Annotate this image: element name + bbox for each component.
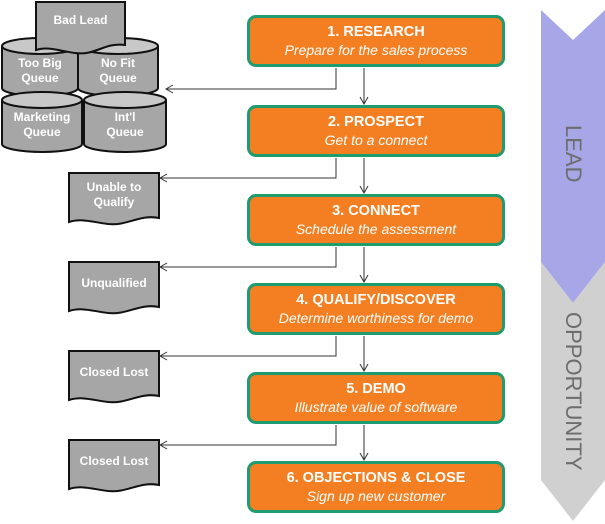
branch-research-to-queues (164, 68, 337, 94)
outcome-doc-3 (68, 350, 160, 404)
outcome-label-1: Unable to Qualify (69, 180, 159, 210)
stage-title: 1. RESEARCH (327, 24, 425, 40)
too-big-line-2: Queue (21, 71, 59, 85)
too-big-line-1: Too Big (18, 56, 62, 70)
outcome-doc-1 (68, 172, 160, 226)
branch-demo-to-closed-lost (158, 425, 337, 450)
stage-title: 4. QUALIFY/DISCOVER (296, 292, 456, 308)
outcome-1-line-2: Qualify (93, 195, 135, 209)
stage-title: 5. DEMO (346, 381, 406, 397)
stage-subtitle: Prepare for the sales process (284, 42, 468, 58)
stage-subtitle: Illustrate value of software (294, 399, 458, 415)
intl-queue-label: Int'l Queue (84, 110, 166, 140)
stage-research: 1. RESEARCH Prepare for the sales proces… (247, 15, 505, 67)
stage-qualify-discover: 4. QUALIFY/DISCOVER Determine worthiness… (247, 283, 505, 335)
cylinder-marketing-queue (1, 91, 83, 153)
stage-prospect: 2. PROSPECT Get to a connect (247, 105, 505, 157)
marketing-line-2: Queue (23, 125, 61, 139)
bad-lead-label: Bad Lead (53, 13, 108, 27)
branch-prospect-to-unable (158, 158, 337, 183)
intl-line-1: Int'l (114, 110, 136, 124)
no-fit-line-2: Queue (99, 71, 137, 85)
stage-title: 6. OBJECTIONS & CLOSE (286, 470, 466, 486)
stage-connect: 3. CONNECT Schedule the assessment (247, 194, 505, 246)
outcome-doc-2 (68, 261, 160, 315)
branch-connect-to-unqualified (158, 247, 337, 272)
no-fit-line-1: No Fit (101, 56, 135, 70)
stage-subtitle: Sign up new customer (306, 488, 446, 504)
no-fit-queue-label: No Fit Queue (78, 56, 158, 86)
cylinder-intl-queue (83, 91, 167, 153)
intl-line-2: Queue (106, 125, 144, 139)
branch-qualify-to-closed-lost (158, 336, 337, 361)
stage-title: 3. CONNECT (332, 203, 420, 219)
lead-phase-band (541, 10, 605, 303)
outcome-1-line-1: Unable to (86, 180, 142, 194)
bad-lead-document (35, 1, 126, 55)
outcome-label-2: Unqualified (81, 276, 147, 290)
stage-title: 2. PROSPECT (328, 114, 424, 130)
opportunity-phase-band (541, 262, 605, 521)
lead-phase-label: LEAD (561, 125, 586, 183)
stage-subtitle: Determine worthiness for demo (278, 310, 474, 326)
outcome-doc-4 (68, 439, 160, 493)
too-big-queue-label: Too Big Queue (2, 56, 78, 86)
stage-objections-close: 6. OBJECTIONS & CLOSE Sign up new custom… (247, 461, 505, 513)
stage-demo: 5. DEMO Illustrate value of software (247, 372, 505, 424)
marketing-queue-label: Marketing Queue (2, 110, 82, 140)
stage-subtitle: Schedule the assessment (295, 221, 457, 237)
outcome-label-3: Closed Lost (79, 365, 149, 379)
stage-subtitle: Get to a connect (324, 132, 428, 148)
opportunity-phase-label: OPPORTUNITY (561, 312, 586, 471)
marketing-line-1: Marketing (13, 110, 71, 124)
outcome-label-4: Closed Lost (79, 454, 149, 468)
